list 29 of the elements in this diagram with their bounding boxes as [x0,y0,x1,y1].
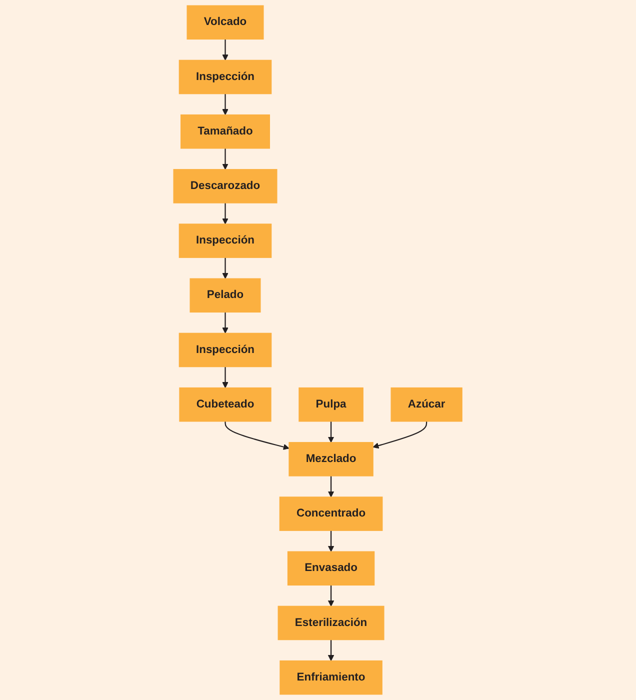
arrow [372,421,428,449]
node-box: Concentrado [280,496,383,531]
arrow [224,421,290,450]
arrow [222,258,229,279]
node-box: Envasado [288,551,375,586]
node-box: Azúcar [390,387,463,422]
node-box: Descarozado [173,169,278,204]
arrow [222,148,229,170]
node-box: Inspección [179,60,272,94]
arrow [328,640,334,662]
node-box: Volcado [186,5,264,40]
node-box: Mezclado [288,442,374,476]
node-box: Cubeteado [179,387,272,422]
node-box: Inspección [179,332,272,368]
node-box: Esterilización [278,606,384,640]
arrow [328,476,334,498]
arrow [222,203,229,224]
node-box: Pelado [190,278,261,313]
arrow [222,39,229,60]
arrow [222,312,229,334]
arrow [222,366,229,388]
node-box: Enfriamiento [280,660,383,695]
node-box: Inspección [179,224,272,258]
node-box: Tamañado [180,114,270,149]
arrow [328,585,334,606]
node-box: Pulpa [298,387,364,422]
arrow [222,94,229,116]
arrow [328,530,334,552]
arrow [328,421,334,443]
